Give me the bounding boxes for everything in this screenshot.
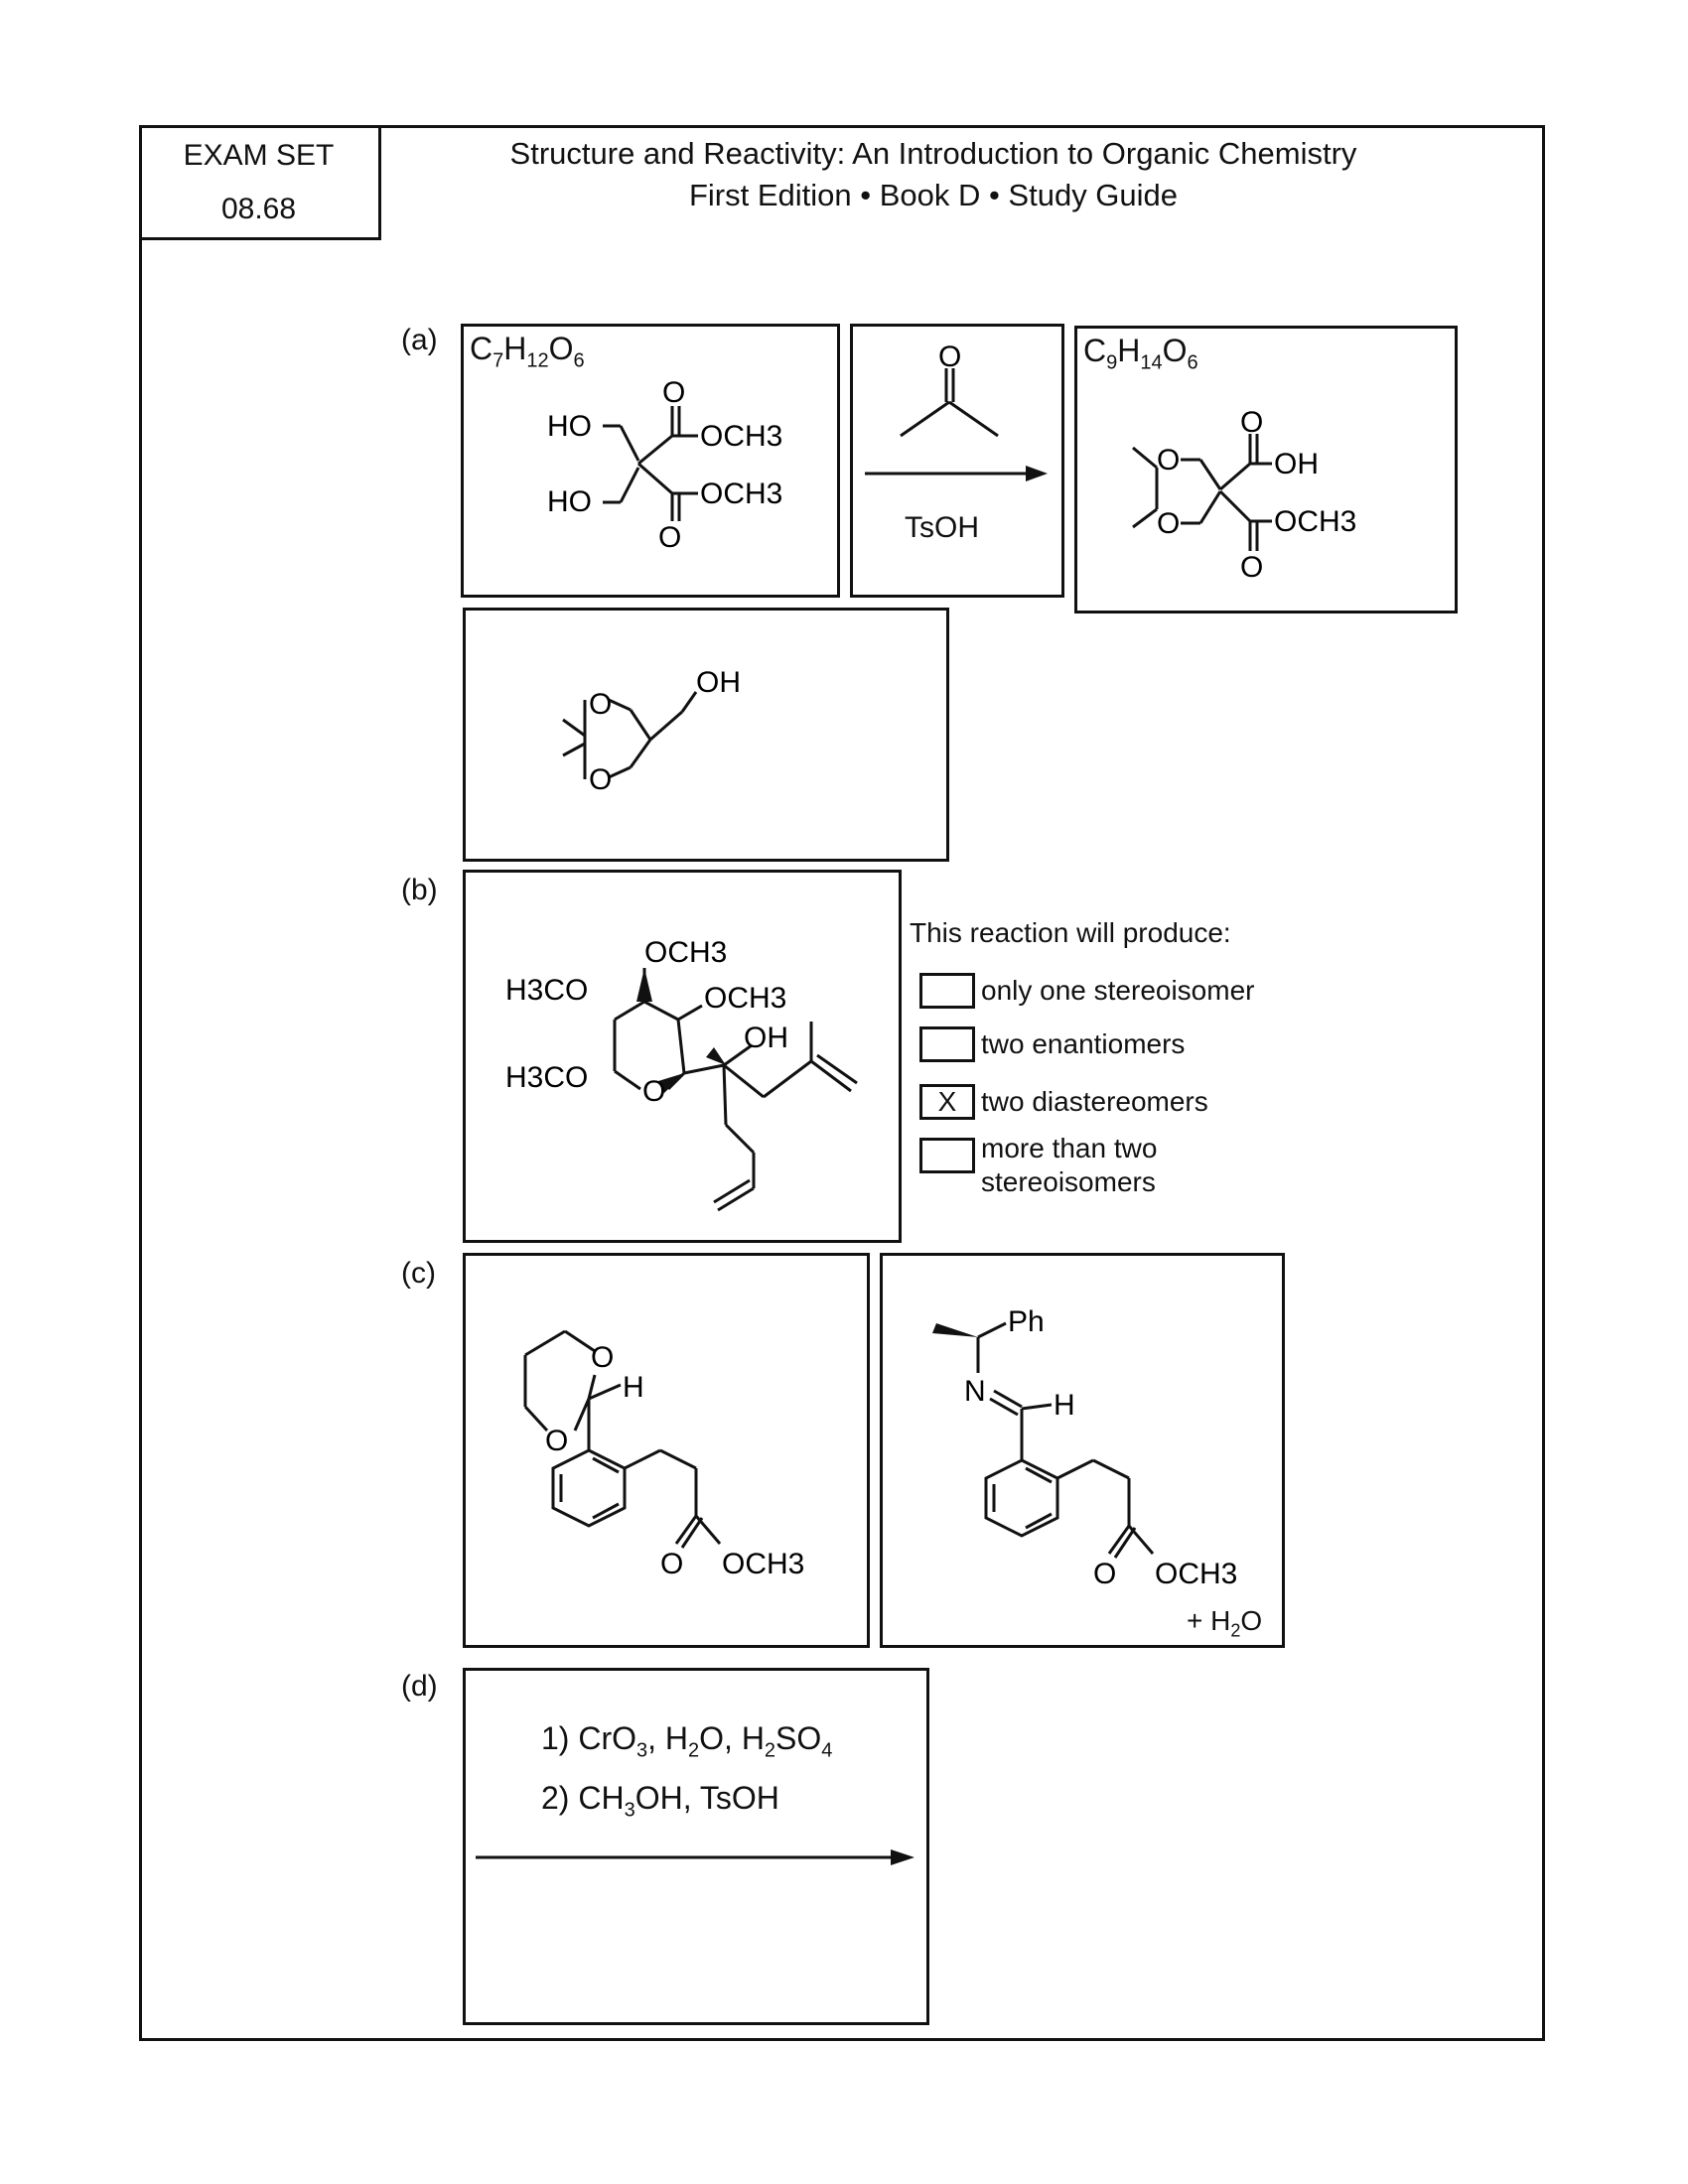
b-ring-o: O	[642, 1075, 665, 1108]
c-left-h: H	[623, 1371, 644, 1404]
second-ring-o-2: O	[589, 763, 612, 796]
c-right-h: H	[1054, 1389, 1075, 1422]
option-row-4[interactable]: more than two stereoisomers	[919, 1132, 1180, 1199]
part-c-acetal-structure: O O H O OCH3	[523, 1329, 804, 1580]
arrowhead-a	[1026, 466, 1048, 481]
page-frame	[139, 125, 1545, 2041]
part-a-answer-box: O O OH	[463, 608, 949, 862]
c-right-n: N	[964, 1375, 986, 1408]
part-a-reagent-box: O TsOH	[850, 324, 1064, 598]
second-oh: OH	[696, 666, 741, 699]
acetone-o: O	[938, 341, 961, 373]
exam-set-box: EXAM SET 08.68	[139, 125, 381, 240]
page-header: Structure and Reactivity: An Introductio…	[417, 133, 1450, 216]
c-byproduct: + H2O	[1187, 1605, 1263, 1641]
option-label-1: only one stereoisomer	[981, 975, 1255, 1006]
part-d-label: (d)	[401, 1670, 438, 1703]
part-b-structure: OCH3 H3CO OCH3 OH H3CO O	[505, 936, 858, 1212]
book-title: Structure and Reactivity: An Introductio…	[509, 136, 1357, 171]
b-och3-right: OCH3	[704, 982, 786, 1015]
part-a-label: (a)	[401, 324, 438, 356]
option-row-3[interactable]: X two diastereomers	[919, 1084, 1208, 1120]
product-formula: C9H14O6	[1083, 333, 1198, 374]
part-a-product-box: C9H14O6 O O O O OH OCH3	[1074, 326, 1458, 614]
part-c-right-box: Ph N H O OCH3 + H2O	[880, 1253, 1285, 1648]
option-label-3: two diastereomers	[981, 1086, 1208, 1117]
d-arrow	[476, 1849, 914, 1865]
reactant-carbonyl-o-1: O	[662, 376, 685, 409]
part-b-question: This reaction will produce:	[910, 917, 1231, 948]
c-right-carbonyl-o: O	[1093, 1558, 1116, 1590]
c-left-carbonyl-o: O	[660, 1548, 683, 1580]
reactant-ho-2: HO	[547, 485, 592, 518]
option-label-2: two enantiomers	[981, 1028, 1186, 1059]
option-row-2[interactable]: two enantiomers	[919, 1026, 1185, 1062]
part-d-box: 1) CrO3, H2O, H2SO4 2) CH3OH, TsOH	[463, 1668, 929, 2025]
d-step-1: 1) CrO3, H2O, H2SO4	[541, 1720, 833, 1762]
option-checkbox-2[interactable]	[919, 1026, 975, 1062]
c-left-ester: OCH3	[722, 1548, 804, 1580]
reactant-structure: HO HO O O OCH3 OCH3	[547, 376, 782, 554]
part-c-label: (c)	[401, 1257, 436, 1290]
product-ring-o-2: O	[1157, 507, 1180, 540]
part-b-label: (b)	[401, 874, 438, 906]
reactant-ester-2: OCH3	[700, 478, 782, 510]
part-c-imine-structure: Ph N H O OCH3	[932, 1305, 1237, 1590]
product-ester: OCH3	[1274, 505, 1356, 538]
part-a-reactant-box: C7H12O6 HO HO O O OCH3 OCH3	[461, 324, 840, 598]
product-carbonyl-o-2: O	[1240, 551, 1263, 584]
b-h3co-left: H3CO	[505, 974, 588, 1007]
c-right-ester: OCH3	[1155, 1558, 1237, 1590]
option-label-4: more than two stereoisomers	[981, 1133, 1158, 1197]
reactant-formula: C7H12O6	[470, 331, 585, 372]
part-b-structure-box: OCH3 H3CO OCH3 OH H3CO O	[463, 870, 902, 1243]
product-structure: O O O O OH OCH3	[1132, 406, 1356, 584]
option-checkbox-1[interactable]	[919, 973, 975, 1009]
exam-set-number: 08.68	[220, 193, 297, 225]
reactant-ester-1: OCH3	[700, 420, 782, 453]
second-ring-o-1: O	[589, 688, 612, 721]
part-c-left-box: O O H O OCH3	[463, 1253, 870, 1648]
option-checkbox-3[interactable]: X	[919, 1084, 975, 1120]
reactant-carbonyl-o-2: O	[658, 521, 681, 554]
dioxane-methanol-structure: O O OH	[562, 666, 741, 796]
exam-set-label: EXAM SET	[183, 139, 335, 172]
b-oh: OH	[744, 1022, 788, 1054]
d-step-2: 2) CH3OH, TsOH	[541, 1780, 779, 1822]
option-checkbox-4[interactable]	[919, 1138, 975, 1173]
book-subtitle: First Edition • Book D • Study Guide	[688, 178, 1179, 212]
product-carbonyl-o-1: O	[1240, 406, 1263, 439]
c-left-o-2: O	[545, 1425, 568, 1457]
reagent-tsoh: TsOH	[905, 511, 979, 544]
c-left-o-1: O	[591, 1341, 614, 1374]
b-och3-top: OCH3	[644, 936, 727, 969]
product-ring-o-1: O	[1157, 444, 1180, 477]
reactant-ho-1: HO	[547, 410, 592, 443]
c-right-ph: Ph	[1008, 1305, 1045, 1338]
product-acid-oh: OH	[1274, 448, 1319, 480]
b-h3co-bottom: H3CO	[505, 1061, 588, 1094]
option-row-1[interactable]: only one stereoisomer	[919, 973, 1254, 1009]
acetone-structure: O	[865, 341, 1048, 481]
